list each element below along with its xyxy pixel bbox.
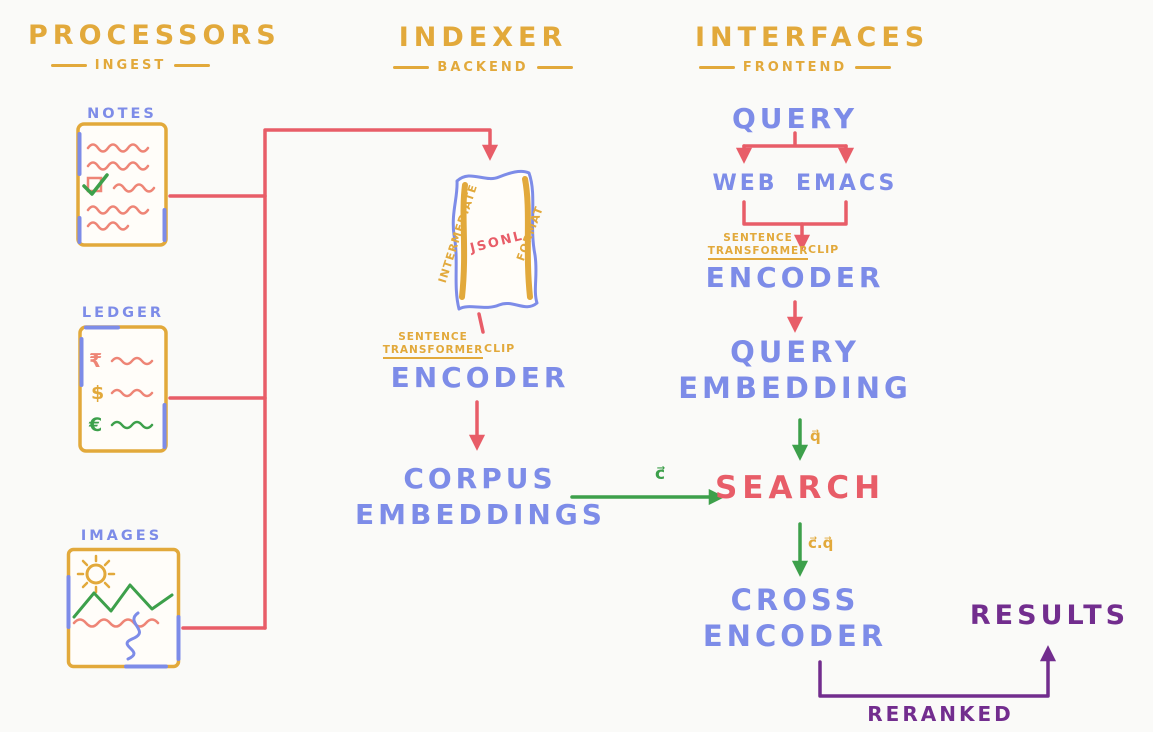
query-embedding-label: QUERY EMBEDDING (678, 335, 912, 405)
corner-accents (79, 325, 167, 449)
note-line (86, 161, 150, 171)
subtitle-rule (536, 66, 573, 69)
note-line (86, 205, 150, 215)
cross-encoder-label: CROSS ENCODER (702, 583, 888, 653)
images-label: IMAGES (80, 528, 163, 544)
indexer-clip-note: CLIP (484, 342, 516, 355)
processors-header: PROCESSORS INGEST (28, 20, 281, 73)
web-emacs-merge-line (742, 200, 848, 226)
query-vector-label: q⃗ (810, 427, 821, 445)
web-client-label: WEB (712, 171, 778, 196)
jsonl-scroll: INTERMEDIATE JSONL FORMAT (425, 165, 560, 320)
processors-title: PROCESSORS (28, 20, 281, 51)
indexer-encoder-label: ENCODER (390, 361, 570, 394)
ledger-label: LEDGER (81, 305, 165, 321)
results-label: RESULTS (969, 600, 1130, 631)
document-outline (78, 325, 168, 453)
ledger-document-icon: ₹ $ € (78, 325, 168, 453)
cross-encoder-to-results-arrow (818, 645, 1057, 698)
note-line (86, 143, 150, 153)
subtitle-rule (50, 64, 87, 67)
scroll-band-left (459, 182, 468, 300)
subtitle-rule (174, 64, 211, 67)
note-line (112, 183, 156, 193)
query-label: QUERY (732, 102, 858, 135)
corner-accents (66, 575, 181, 669)
corpus-vector-label: c⃗ (654, 464, 666, 484)
scroll-icon (451, 169, 539, 311)
subtitle-rule (393, 66, 430, 69)
interfaces-subtitle: FRONTEND (695, 60, 895, 75)
sun-icon (85, 563, 107, 585)
euro-icon: € (88, 414, 102, 436)
ledger-line (110, 356, 154, 366)
notes-label: NOTES (87, 106, 157, 122)
river-icon (125, 611, 141, 661)
document-outline (66, 547, 181, 669)
scroll-band-right (522, 176, 533, 300)
corpus-embeddings-label: CORPUS EMBEDDINGS (355, 462, 606, 531)
indexer-subtitle: BACKEND (383, 60, 583, 75)
notes-document-icon (76, 122, 168, 247)
interfaces-clip-note: CLIP (808, 243, 840, 256)
ledger-line (110, 420, 154, 430)
rupee-icon: ₹ (89, 350, 102, 372)
indexer-model-note: SENTENCE TRANSFORMER (381, 331, 485, 359)
ledger-line (110, 388, 154, 398)
scroll-outline (451, 169, 539, 311)
subtitle-rule (855, 66, 892, 69)
processors-subtitle: INGEST (28, 58, 233, 73)
reranked-label: RERANKED (867, 702, 1014, 726)
interfaces-model-note: SENTENCE TRANSFORMER (706, 232, 810, 260)
dot-product-label: c⃗.q⃗ (808, 534, 834, 552)
interfaces-title: INTERFACES (695, 22, 930, 53)
emacs-client-label: EMACS (796, 171, 898, 196)
corner-accents (77, 132, 167, 244)
sun-rays-icon (76, 554, 116, 594)
indexer-header: INDEXER BACKEND (383, 22, 583, 75)
subtitle-rule (698, 66, 735, 69)
checkmark-icon (82, 173, 109, 196)
dollar-icon: $ (91, 382, 104, 404)
search-label: SEARCH (714, 470, 886, 506)
horizon-line (72, 618, 160, 628)
images-document-icon (66, 547, 181, 669)
indexer-title: INDEXER (398, 22, 568, 53)
mountains-icon (72, 583, 174, 619)
interfaces-encoder-label: ENCODER (705, 261, 885, 294)
note-line (86, 221, 130, 231)
interfaces-header: INTERFACES FRONTEND (695, 22, 930, 75)
